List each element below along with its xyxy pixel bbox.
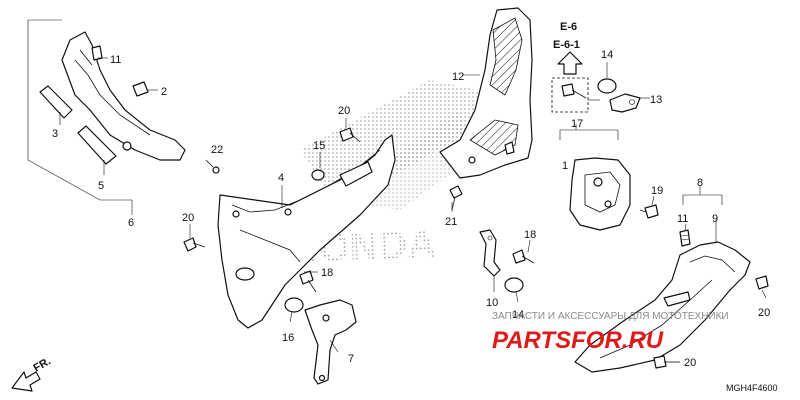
bolt-18-right: [512, 249, 535, 264]
callout-20-bottom: 20: [684, 357, 696, 369]
callout-12: 12: [452, 71, 464, 83]
arrow-up-icon: [557, 51, 583, 75]
callout-7: 7: [348, 353, 354, 365]
grommet-14-lower: [504, 277, 524, 293]
callout-13: 13: [650, 94, 662, 106]
callout-8: 8: [697, 177, 703, 189]
callout-19: 19: [651, 185, 663, 197]
group-bracket-8: [682, 194, 723, 205]
callout-1: 1: [562, 160, 568, 172]
bolt-20-bottom: [653, 355, 680, 369]
clip-21: [449, 185, 463, 211]
strip-part-3: [39, 85, 73, 119]
callout-20-right: 20: [758, 307, 770, 319]
bracket-17: [559, 129, 631, 231]
grommet-14-upper: [597, 78, 617, 94]
bolt-19: [639, 204, 659, 219]
stay-10: [479, 229, 501, 277]
grommet-16: [284, 297, 304, 313]
callout-3: 3: [52, 128, 58, 140]
shop-brand: PARTSFOR.RU: [492, 327, 664, 354]
bolt-18-lower: [299, 270, 317, 293]
callout-5: 5: [98, 180, 104, 192]
stay-13: [609, 93, 641, 113]
callout-20-left: 20: [182, 212, 194, 224]
bolt-20-left: [183, 237, 206, 252]
callout-17: 17: [571, 118, 583, 130]
callout-18-right: 18: [524, 229, 536, 241]
callout-4: 4: [278, 172, 284, 184]
clip-11-right: [679, 229, 691, 247]
callout-20-upper: 20: [338, 105, 350, 117]
leader-lines: [59, 57, 767, 353]
air-duct-12: [439, 7, 533, 179]
reference-block: [551, 51, 600, 113]
callout-2: 2: [161, 86, 167, 98]
callout-14-lower: 14: [512, 309, 524, 321]
reference-line-1: E-6: [560, 21, 577, 33]
strip-part-5: [77, 125, 117, 165]
callout-16: 16: [282, 332, 294, 344]
bolt-20-right: [755, 275, 769, 290]
bolt-20-upper: [339, 127, 361, 143]
callout-21: 21: [445, 216, 457, 228]
grommet-15: [311, 169, 325, 181]
under-cover-9: [574, 241, 751, 373]
callout-9: 9: [712, 213, 718, 225]
group-bracket-left: [27, 19, 133, 215]
diagram-code: MGH4F4600: [726, 383, 778, 393]
callout-6: 6: [128, 217, 134, 229]
side-cover-main: [217, 134, 396, 329]
callout-22: 22: [211, 144, 223, 156]
shop-tagline: ЗАПЧАСТИ И АКСЕССУАРЫ ДЛЯ МОТОТЕХНИКИ: [492, 311, 729, 322]
arrow-front-icon: [11, 371, 41, 392]
clip-part-2: [132, 81, 149, 97]
callout-numbers: 11 2 3 5 6 22 4 20 15 20 18 16 7 12 21 1…: [52, 21, 778, 393]
callout-18-lower: 18: [321, 267, 333, 279]
callout-15: 15: [313, 140, 325, 152]
shop-watermark: ЗАПЧАСТИ И АКСЕССУАРЫ ДЛЯ МОТОТЕХНИКИ PA…: [492, 311, 729, 354]
callout-11-left: 11: [110, 54, 121, 66]
callout-14-upper: 14: [601, 49, 613, 61]
callout-10: 10: [486, 297, 498, 309]
screw-22: [205, 159, 220, 174]
bracket-7: [304, 299, 357, 385]
callout-11-right: 11: [677, 213, 688, 225]
front-direction-marker: FR.: [11, 355, 53, 392]
front-marker-label: FR.: [32, 355, 53, 374]
reference-line-2: E-6-1: [553, 39, 580, 51]
